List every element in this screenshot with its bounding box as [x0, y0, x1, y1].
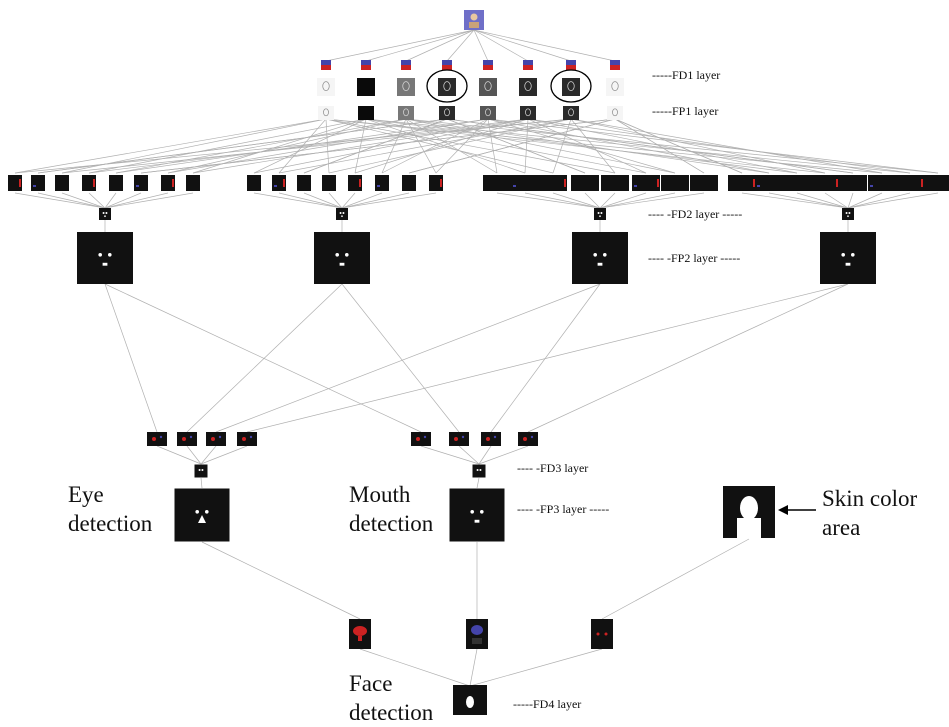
mouth-detection-label-line2: detection — [349, 511, 434, 536]
fp2-map — [572, 232, 628, 284]
fd3-small-map — [177, 432, 197, 446]
fd1-face-map — [562, 78, 580, 96]
feature-maps — [8, 10, 949, 715]
row2-map — [109, 175, 123, 191]
fp2-layer-label: ---- -FP2 layer ----- — [648, 251, 741, 265]
fd1-face-map — [519, 78, 537, 96]
fp1-map — [520, 106, 536, 120]
mouth-detection-label-line1: Mouth — [349, 482, 411, 507]
row2-map — [661, 175, 689, 191]
row2-map — [348, 175, 362, 191]
fd2-layer-label: ---- -FD2 layer ----- — [648, 207, 743, 221]
fd1-face-map — [317, 78, 335, 96]
row2-map — [632, 175, 660, 191]
row2-map — [247, 175, 261, 191]
fp2-map — [820, 232, 876, 284]
fd3-layer-label: ---- -FD3 layer — [517, 461, 589, 475]
row2-map — [402, 175, 416, 191]
row2-map — [55, 175, 69, 191]
fd1-face-map — [397, 78, 415, 96]
highlight-circle — [550, 69, 592, 103]
row2-map — [601, 175, 629, 191]
fp1-map — [318, 106, 334, 120]
fd1-face-map — [357, 78, 375, 96]
fd4-layer-label: -----FD4 layer — [513, 697, 582, 711]
skin-color-label-line2: area — [822, 515, 861, 540]
annotations — [426, 69, 816, 515]
fp2-map — [77, 232, 133, 284]
row2-map — [755, 175, 783, 191]
row2-map — [134, 175, 148, 191]
fp2-map — [314, 232, 370, 284]
fp1-map — [358, 106, 374, 120]
row2-map — [186, 175, 200, 191]
fd2-map — [336, 208, 348, 220]
fd1-layer-label: -----FD1 layer — [652, 68, 721, 82]
eye-detection-label-line2: detection — [68, 511, 153, 536]
fd2-map — [842, 208, 854, 220]
row2-map — [511, 175, 539, 191]
row2-map — [571, 175, 599, 191]
row2-map — [8, 175, 22, 191]
row2-map — [31, 175, 45, 191]
fd3-small-map — [237, 432, 257, 446]
row2-map — [783, 175, 811, 191]
row2-map — [728, 175, 756, 191]
fp1-map — [607, 106, 623, 120]
row2-map — [82, 175, 96, 191]
row2-map — [690, 175, 718, 191]
face-detection-label-line2: detection — [349, 700, 434, 725]
row2-map — [322, 175, 336, 191]
fp3-mouth-map — [449, 488, 505, 542]
fd1-face-map — [438, 78, 456, 96]
fp1-map — [398, 106, 414, 120]
fd1-face-map — [606, 78, 624, 96]
fd1-face-map — [479, 78, 497, 96]
row2-map — [868, 175, 896, 191]
row2-map — [924, 175, 949, 191]
fd3-small-map — [449, 432, 469, 446]
face-detection-label-line1: Face — [349, 671, 393, 696]
fd3-small-map — [147, 432, 167, 446]
skin-color-label-line1: Skin color — [822, 486, 918, 511]
connection-lines — [14, 29, 939, 687]
fd3-map — [472, 464, 486, 478]
fd2-map — [594, 208, 606, 220]
fp1-map — [439, 106, 455, 120]
row2-map — [429, 175, 443, 191]
fp1-map — [563, 106, 579, 120]
fd3-small-map — [481, 432, 501, 446]
row2-map — [375, 175, 389, 191]
fp3-layer-label: ---- -FP3 layer ----- — [517, 502, 610, 516]
fp1-layer-label: -----FP1 layer — [652, 104, 719, 118]
row2-map — [811, 175, 839, 191]
row2-map — [539, 175, 567, 191]
row2-map — [483, 175, 511, 191]
highlight-circle — [426, 69, 468, 103]
row2-map — [161, 175, 175, 191]
fd3-map — [194, 464, 208, 478]
fd4-input-map — [591, 619, 613, 649]
row2-map — [896, 175, 924, 191]
fd2-map — [99, 208, 111, 220]
fd3-small-map — [411, 432, 431, 446]
row2-map — [839, 175, 867, 191]
fd3-small-map — [518, 432, 538, 446]
fp1-map — [480, 106, 496, 120]
row2-map — [297, 175, 311, 191]
fd3-small-map — [206, 432, 226, 446]
eye-detection-label-line1: Eye — [68, 482, 104, 507]
